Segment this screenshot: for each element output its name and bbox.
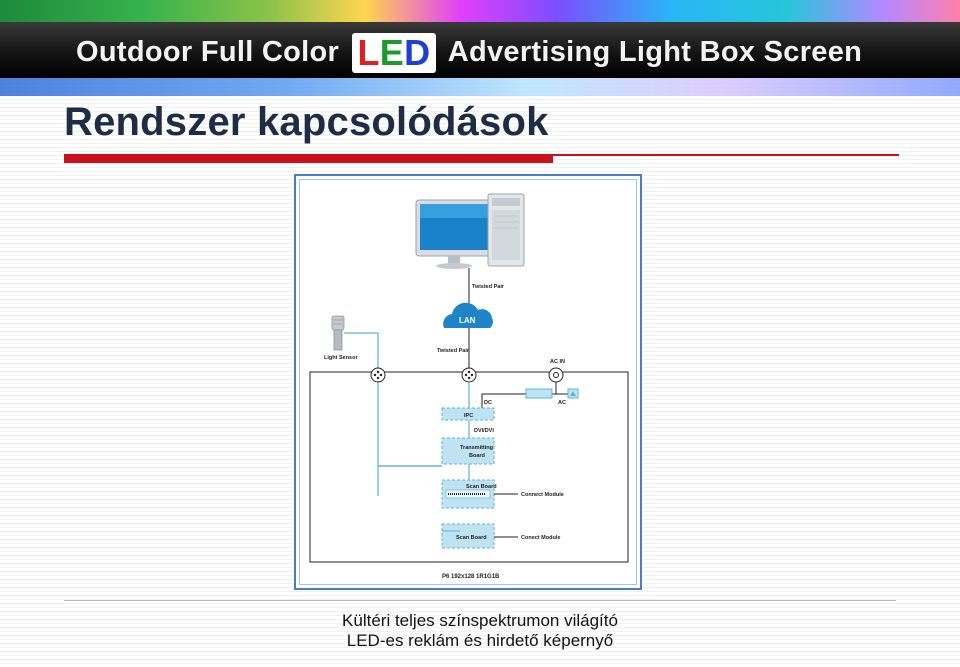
transmitting-board-label-1: Transmitting	[460, 445, 493, 451]
light-sensor-label: Light Sensor	[324, 355, 358, 361]
title-underline-thin	[553, 154, 899, 156]
system-connection-diagram: Twisted Pair LAN Light Sensor Twisted Pa…	[309, 193, 629, 580]
lan-label: LAN	[459, 316, 476, 325]
header-gradient-strip	[0, 78, 960, 96]
footer-caption-line1: Kültéri teljes színspektrumon világító	[342, 611, 618, 630]
dc-label: DC	[484, 400, 492, 406]
banner-title-part1: Outdoor Full Color	[76, 36, 340, 68]
network-connector-icon	[461, 367, 477, 383]
connect-module-1-label: Connect Module	[521, 492, 564, 498]
sensor-connector-icon	[370, 367, 386, 383]
ac-label: AC	[558, 400, 566, 406]
ac-in-label: AC IN	[550, 359, 565, 365]
dvi-label: DVI/DVI	[474, 428, 494, 434]
computer-tower-icon	[487, 193, 525, 267]
diagram-frame: Twisted Pair LAN Light Sensor Twisted Pa…	[294, 174, 642, 590]
transmitting-board-box	[441, 437, 495, 465]
ipc-box	[441, 407, 495, 421]
connect-module-2-label: Conect Module	[521, 535, 560, 541]
ipc-label: IPC	[464, 413, 473, 419]
banner-title: Outdoor Full Color LED Advertising Light…	[76, 30, 862, 74]
banner-title-part2: Advertising Light Box Screen	[447, 36, 863, 68]
computer-monitor-icon	[415, 199, 493, 269]
led-logo: LED	[351, 33, 437, 74]
model-label: P6 192x128 1R1G1B	[442, 574, 500, 580]
slide-title: Rendszer kapcsolódások	[64, 100, 549, 144]
scan-board-2-box	[441, 523, 495, 549]
transmitting-board-label-2: Board	[469, 453, 485, 459]
ac-in-connector-icon	[548, 367, 564, 383]
header-banner	[0, 22, 960, 78]
lan-cloud-icon	[443, 302, 493, 328]
header-rainbow-strip	[0, 0, 960, 22]
power-plug-icon	[567, 388, 579, 399]
light-sensor-icon	[331, 315, 345, 351]
twisted-pair-mid-label: Twisted Pair	[437, 348, 470, 354]
twisted-pair-top-label: Twisted Pair	[472, 284, 505, 290]
footer-divider	[64, 600, 896, 601]
title-underline-bar	[64, 154, 553, 163]
scan-board-2-label: Scan Board	[456, 535, 487, 541]
footer-caption-line2: LED-es reklám és hirdető képernyő	[346, 631, 614, 650]
scan-board-1-label: Scan Board	[466, 484, 497, 490]
